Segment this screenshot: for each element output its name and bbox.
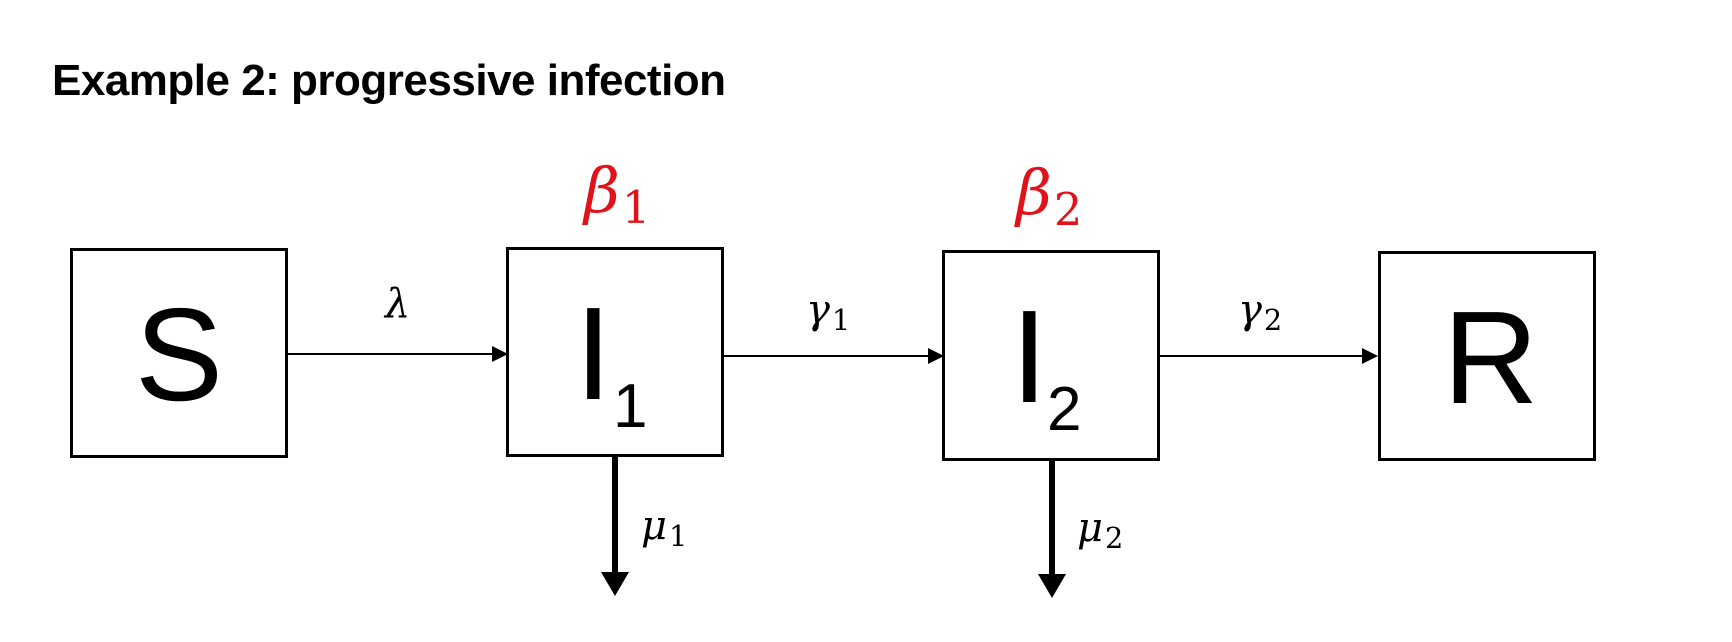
compartment-r: R	[1378, 251, 1596, 461]
gamma2-label: γ2	[1238, 287, 1283, 338]
compartment-i2-letter: I	[1011, 283, 1048, 430]
arrow-i2-to-r	[1160, 348, 1378, 364]
mu1-label: μ1	[641, 503, 688, 554]
lambda-label: λ	[385, 281, 411, 327]
arrow-s-to-i1	[288, 346, 508, 362]
compartment-i1: I 1	[506, 247, 724, 457]
compartment-i1-letter: I	[575, 280, 612, 427]
arrow-i1-death	[601, 457, 629, 596]
arrow-i1-to-i2	[724, 348, 944, 364]
beta2-label: β2	[1016, 156, 1083, 237]
compartment-i2-subscript: 2	[1047, 375, 1082, 444]
compartment-s: S	[70, 248, 288, 458]
compartment-r-label: R	[1443, 284, 1539, 431]
compartment-i2: I 2	[942, 250, 1160, 461]
arrow-i2-death	[1038, 461, 1066, 598]
mu2-label: μ2	[1077, 505, 1124, 556]
gamma1-label: γ1	[806, 287, 851, 338]
compartment-s-label: S	[135, 281, 224, 428]
compartment-i1-subscript: 1	[613, 372, 648, 441]
beta1-label: β1	[584, 154, 651, 235]
diagram-title: Example 2: progressive infection	[52, 56, 726, 105]
